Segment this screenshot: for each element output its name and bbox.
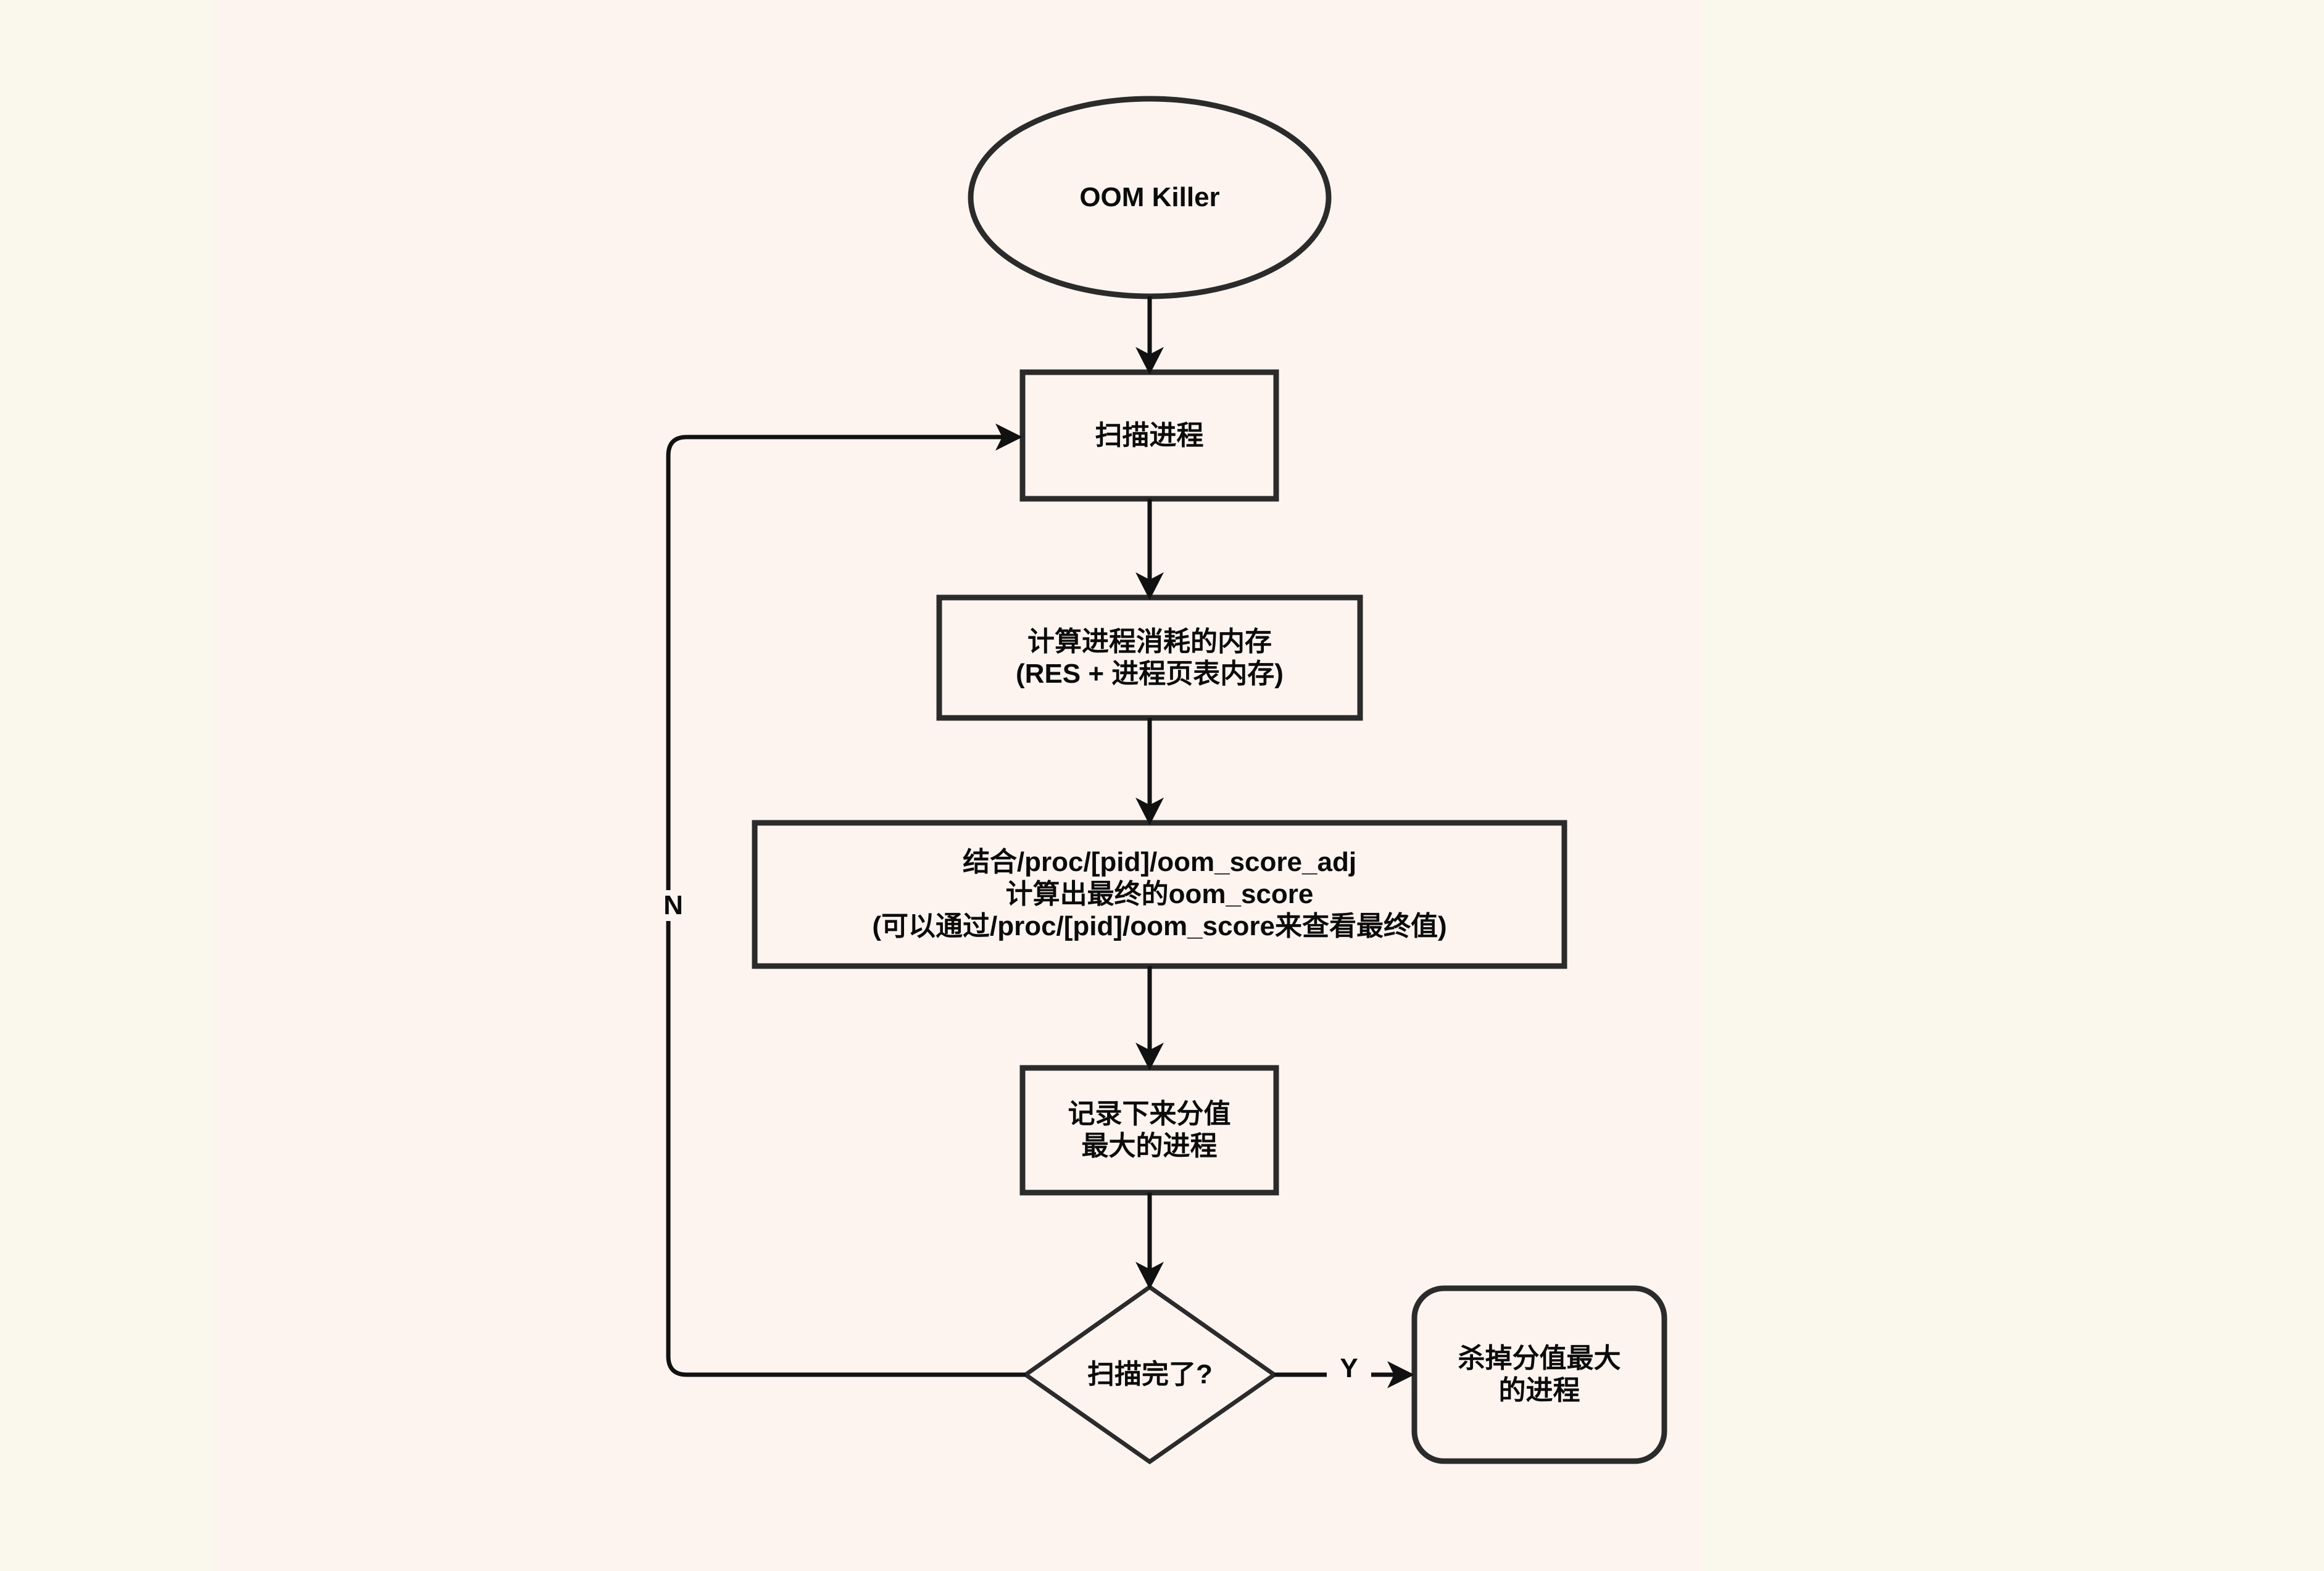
node-oom-score-shape[interactable] [752,820,1567,969]
node-kill-max-shape[interactable] [1411,1285,1667,1464]
node-scan-shape[interactable] [1019,369,1279,502]
edge-start-to-scan [1135,296,1164,375]
node-calc-mem-shape[interactable] [936,594,1363,721]
node-scan-done-shape[interactable] [1021,1284,1279,1465]
edge-label-no: N [651,890,695,921]
edge-label-yes: Y [1327,1353,1371,1384]
edge-decision-no [666,423,1026,1377]
node-record-max-shape[interactable] [1019,1065,1279,1196]
diagram-background-panel [213,0,1703,1571]
edge-calc-to-score [1135,718,1164,825]
edge-record-to-decision [1135,1193,1164,1290]
node-start-shape[interactable] [968,96,1332,299]
edge-scan-to-calc [1135,499,1164,600]
edge-score-to-record [1135,966,1164,1070]
